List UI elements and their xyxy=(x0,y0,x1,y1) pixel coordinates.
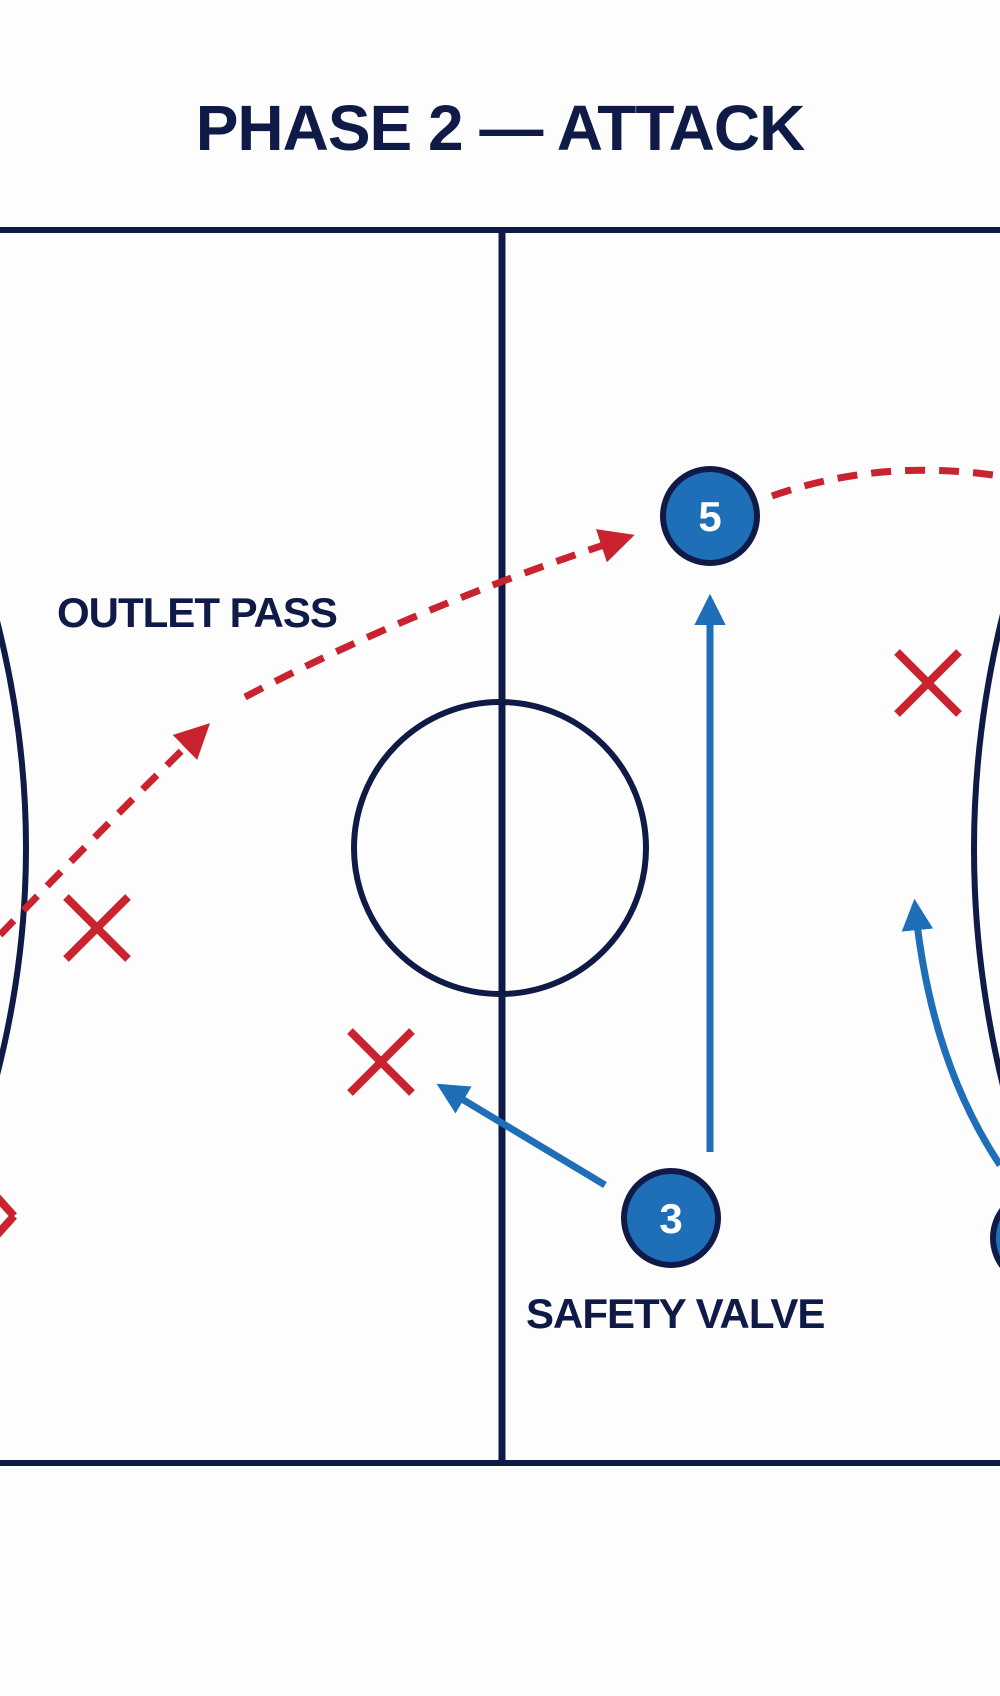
defender-x-mark xyxy=(0,1194,17,1238)
defender-x-mark xyxy=(894,649,962,717)
cut-arrow-right-wing xyxy=(901,898,1000,1167)
outlet-pass-label: OUTLET PASS xyxy=(57,589,337,636)
right-key-arc xyxy=(971,613,1000,1087)
defender-x-mark xyxy=(347,1028,415,1096)
player-5: 5 xyxy=(660,466,760,566)
pass-continuation xyxy=(770,466,1000,500)
cut-arrow-3-left xyxy=(436,1083,607,1188)
player-5-number: 5 xyxy=(698,493,721,540)
offense-cuts xyxy=(436,593,1000,1188)
outlet-pass-path xyxy=(0,466,1000,938)
player-3: 3 xyxy=(621,1168,721,1268)
defenders xyxy=(0,649,962,1238)
player-3-number: 3 xyxy=(659,1195,682,1242)
center-circle xyxy=(351,699,649,997)
outlet-pass-segment-1 xyxy=(0,723,211,938)
safety-valve-label: SAFETY VALVE xyxy=(526,1290,824,1337)
player-3-circle xyxy=(621,1168,721,1268)
page-title: PHASE 2 — ATTACK xyxy=(196,92,805,164)
defender-x-mark xyxy=(63,894,131,962)
player-partial-right xyxy=(990,1208,1000,1268)
player-5-circle xyxy=(660,466,760,566)
player-partial-circle xyxy=(990,1208,1000,1268)
outlet-pass-segment-2 xyxy=(243,529,635,701)
court xyxy=(0,227,1000,1466)
left-key-arc xyxy=(0,620,29,1076)
